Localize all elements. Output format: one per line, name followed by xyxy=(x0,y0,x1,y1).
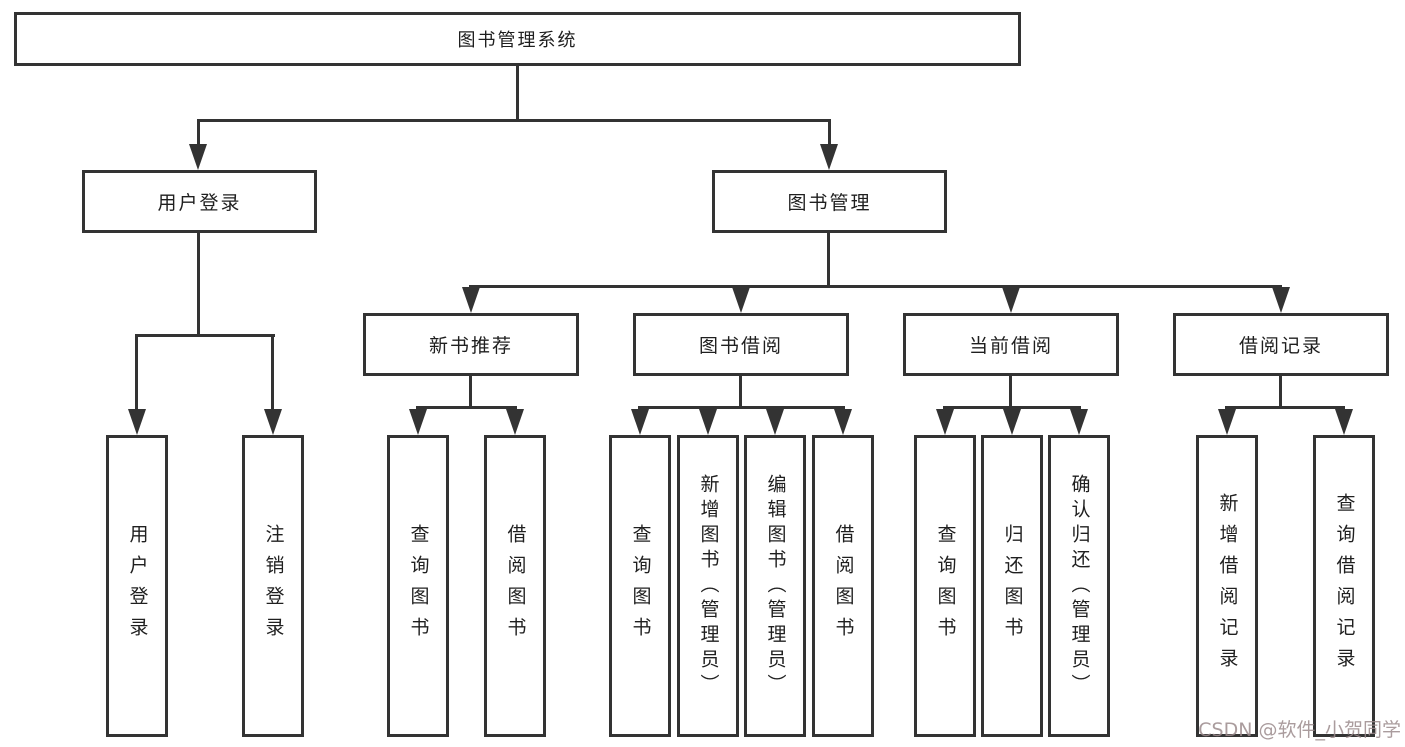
connector-vline xyxy=(197,119,200,149)
leaf-return-books: 归还图书 xyxy=(981,435,1043,737)
leaf-query-borrow-record: 查询借阅记录 xyxy=(1313,435,1375,737)
connector-vline xyxy=(827,231,830,288)
node-new-book-recommendation-label: 新书推荐 xyxy=(428,335,513,357)
leaf-borrow-books: 借阅图书 xyxy=(812,435,874,737)
node-root: 图书管理系统 xyxy=(14,12,1021,66)
connector-hline xyxy=(197,119,831,122)
leaf-borrow-books-label: 借阅图书 xyxy=(504,524,527,648)
arrow-down-icon xyxy=(462,287,480,313)
leaf-add-book-admin-label: 新增图书（管理员） xyxy=(697,473,720,699)
node-current-borrowing: 当前借阅 xyxy=(903,313,1119,376)
arrow-down-icon xyxy=(264,409,282,435)
leaf-query-borrow-record-label: 查询借阅记录 xyxy=(1333,493,1356,679)
arrow-down-icon xyxy=(699,409,717,435)
leaf-edit-book-admin-label: 编辑图书（管理员） xyxy=(764,473,787,699)
leaf-add-borrow-record-label: 新增借阅记录 xyxy=(1216,493,1239,679)
node-new-book-recommendation: 新书推荐 xyxy=(363,313,579,376)
leaf-query-books: 查询图书 xyxy=(609,435,671,737)
leaf-user-login: 用户登录 xyxy=(106,435,168,737)
node-borrowing-records: 借阅记录 xyxy=(1173,313,1389,376)
leaf-confirm-return-admin: 确认归还（管理员） xyxy=(1048,435,1110,737)
leaf-query-books: 查询图书 xyxy=(914,435,976,737)
leaf-query-books-label: 查询图书 xyxy=(934,524,957,648)
leaf-add-book-admin: 新增图书（管理员） xyxy=(677,435,739,737)
node-user-login: 用户登录 xyxy=(82,170,317,233)
leaf-query-books-label: 查询图书 xyxy=(407,524,430,648)
connector-vline xyxy=(516,64,519,122)
node-book-management-label: 图书管理 xyxy=(787,192,872,214)
watermark: CSDN @软件_小贺同学 xyxy=(1198,719,1401,741)
connector-vline xyxy=(739,374,742,409)
arrow-down-icon xyxy=(1335,409,1353,435)
leaf-borrow-books-label: 借阅图书 xyxy=(832,524,855,648)
connector-hline xyxy=(638,406,845,409)
arrow-down-icon xyxy=(128,409,146,435)
arrow-down-icon xyxy=(766,409,784,435)
node-user-login-label: 用户登录 xyxy=(157,192,242,214)
leaf-logout-label: 注销登录 xyxy=(262,524,285,648)
arrow-down-icon xyxy=(1218,409,1236,435)
connector-hline xyxy=(416,406,517,409)
arrow-down-icon xyxy=(820,144,838,170)
connector-vline xyxy=(271,334,274,409)
node-book-borrowing-label: 图书借阅 xyxy=(698,335,783,357)
connector-vline xyxy=(1279,374,1282,409)
arrow-down-icon xyxy=(409,409,427,435)
leaf-user-login-label: 用户登录 xyxy=(126,524,149,648)
leaf-borrow-books: 借阅图书 xyxy=(484,435,546,737)
connector-vline xyxy=(197,231,200,337)
node-book-management: 图书管理 xyxy=(712,170,947,233)
connector-hline xyxy=(469,285,1282,288)
node-root-label: 图书管理系统 xyxy=(457,30,578,51)
connector-vline xyxy=(828,119,831,149)
leaf-return-books-label: 归还图书 xyxy=(1001,524,1024,648)
leaf-logout: 注销登录 xyxy=(242,435,304,737)
node-book-borrowing: 图书借阅 xyxy=(633,313,849,376)
arrow-down-icon xyxy=(1272,287,1290,313)
leaf-confirm-return-admin-label: 确认归还（管理员） xyxy=(1068,473,1091,699)
connector-hline xyxy=(135,334,275,337)
arrow-down-icon xyxy=(1003,409,1021,435)
leaf-query-books: 查询图书 xyxy=(387,435,449,737)
leaf-add-borrow-record: 新增借阅记录 xyxy=(1196,435,1258,737)
arrow-down-icon xyxy=(732,287,750,313)
connector-vline xyxy=(469,374,472,409)
leaf-edit-book-admin: 编辑图书（管理员） xyxy=(744,435,806,737)
leaf-query-books-label: 查询图书 xyxy=(629,524,652,648)
connector-vline xyxy=(1009,374,1012,409)
node-current-borrowing-label: 当前借阅 xyxy=(968,335,1053,357)
arrow-down-icon xyxy=(506,409,524,435)
arrow-down-icon xyxy=(1070,409,1088,435)
arrow-down-icon xyxy=(936,409,954,435)
connector-hline xyxy=(1225,406,1345,409)
arrow-down-icon xyxy=(189,144,207,170)
arrow-down-icon xyxy=(834,409,852,435)
connector-vline xyxy=(135,334,138,409)
node-borrowing-records-label: 借阅记录 xyxy=(1238,335,1323,357)
arrow-down-icon xyxy=(1002,287,1020,313)
arrow-down-icon xyxy=(631,409,649,435)
